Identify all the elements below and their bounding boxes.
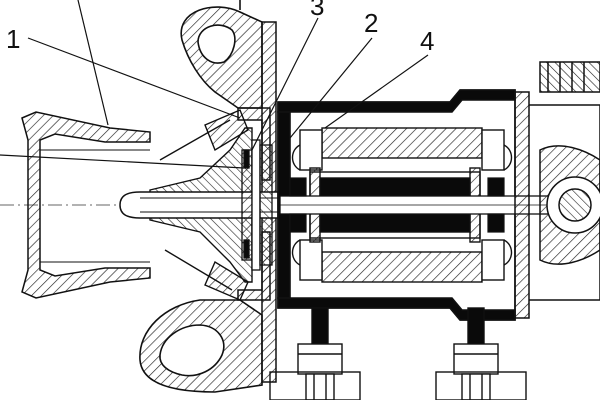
leader-left — [0, 154, 245, 169]
impeller-nut — [119, 191, 301, 219]
leader-2 — [289, 37, 373, 139]
volute-casing-top — [180, 0, 263, 109]
shaft-seal — [241, 139, 273, 271]
callout-1: 1 — [6, 24, 20, 54]
callout-labels: 1 2 3 4 — [6, 0, 434, 56]
mounting-feet — [269, 307, 527, 401]
leader-top-left — [77, 0, 109, 126]
rear-end-cap — [514, 61, 600, 319]
volute-casing-bottom — [139, 299, 263, 393]
bearings — [289, 177, 505, 233]
callout-4: 4 — [420, 26, 434, 56]
callout-3: 3 — [310, 0, 324, 21]
leader-4 — [324, 54, 429, 129]
leader-1 — [27, 37, 241, 119]
callout-2: 2 — [364, 8, 378, 38]
inlet-bell — [21, 111, 151, 299]
stator — [291, 127, 513, 283]
shaft — [279, 195, 581, 215]
leader-3 — [251, 17, 319, 151]
motor-housing — [277, 89, 516, 321]
leader-lines — [0, 0, 429, 169]
